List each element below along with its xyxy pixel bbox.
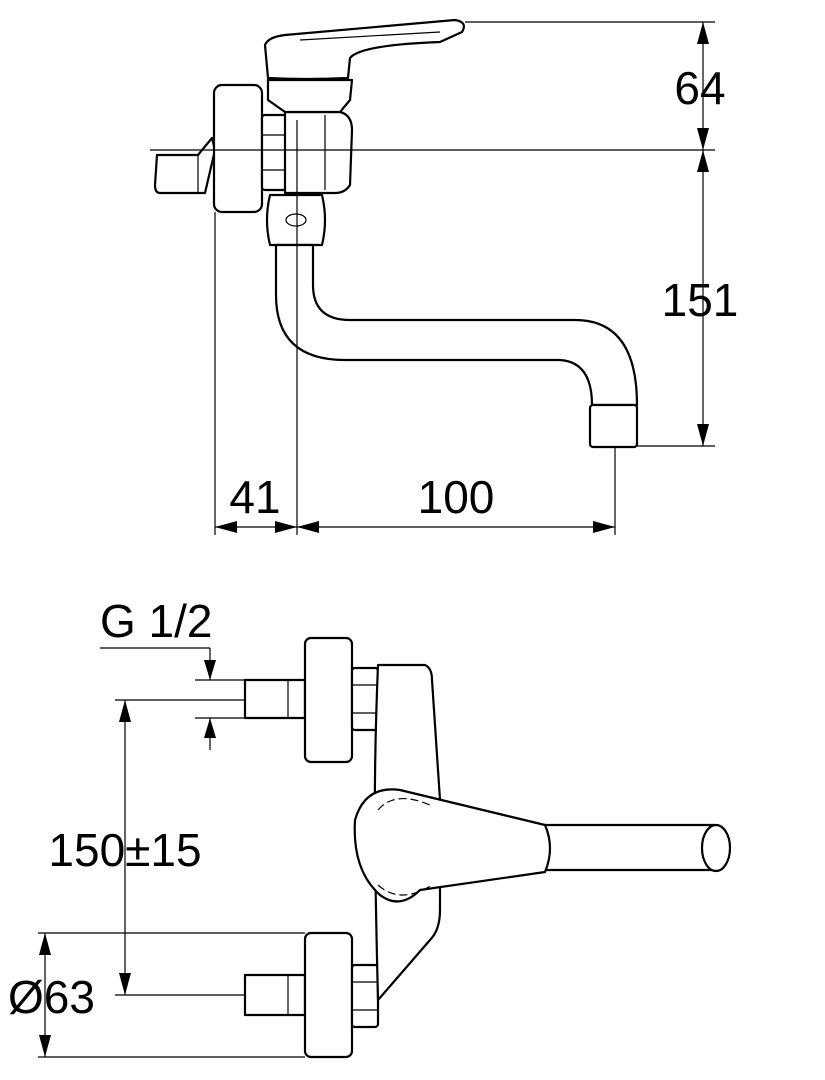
inlet-pipe-bottom	[243, 973, 307, 1017]
eccentric-connector	[153, 136, 217, 195]
front-view: G 1/2 150±15 Ø63	[8, 595, 732, 1059]
handle-base	[266, 78, 354, 114]
rosette-bottom	[303, 931, 354, 1059]
lever-front	[353, 788, 552, 903]
dim-151: 151	[662, 274, 739, 326]
nut-bottom	[350, 963, 380, 1029]
dim-100: 100	[418, 471, 495, 523]
side-view: 64 151 41 100	[150, 18, 739, 535]
spout-outlet-front	[700, 823, 732, 873]
spout	[274, 243, 639, 407]
nut-top	[350, 666, 380, 732]
dim-150-15: 150±15	[48, 824, 201, 876]
thread-label: G 1/2	[100, 595, 213, 647]
valve-body	[283, 110, 354, 195]
spout-front	[538, 823, 730, 872]
dim-diameter-63: Ø63	[8, 971, 95, 1023]
swivel-nut	[265, 193, 327, 247]
spout-outlet	[588, 403, 639, 449]
dim-64: 64	[674, 62, 725, 114]
rosette-top	[303, 636, 354, 764]
inlet-pipe-top	[243, 678, 307, 720]
wall-rosette	[212, 83, 264, 214]
dim-41: 41	[229, 471, 280, 523]
lever-handle	[263, 18, 465, 81]
